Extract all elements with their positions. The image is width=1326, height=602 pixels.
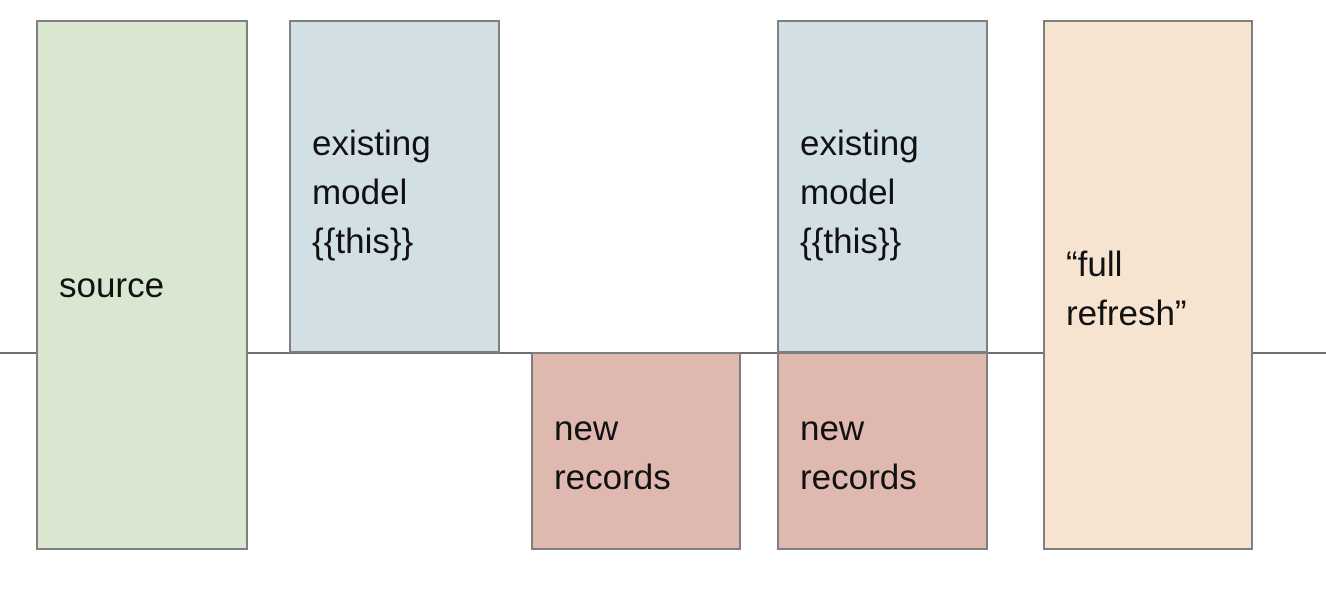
box-new-records-1[interactable]: new records xyxy=(531,352,741,550)
box-new-records-2-label: new records xyxy=(800,409,917,497)
box-existing-model-1-label: existing model {{this}} xyxy=(312,124,431,261)
box-source-label: source xyxy=(59,265,165,305)
box-full-refresh-label: “full refresh” xyxy=(1066,245,1187,333)
box-existing-model-2-label: existing model {{this}} xyxy=(800,124,919,261)
box-new-records-2[interactable]: new records xyxy=(777,352,988,550)
box-existing-model-1[interactable]: existing model {{this}} xyxy=(289,20,500,353)
box-new-records-1-label: new records xyxy=(554,409,671,497)
box-source[interactable]: source xyxy=(36,20,248,550)
box-existing-model-2[interactable]: existing model {{this}} xyxy=(777,20,988,353)
box-full-refresh[interactable]: “full refresh” xyxy=(1043,20,1253,550)
